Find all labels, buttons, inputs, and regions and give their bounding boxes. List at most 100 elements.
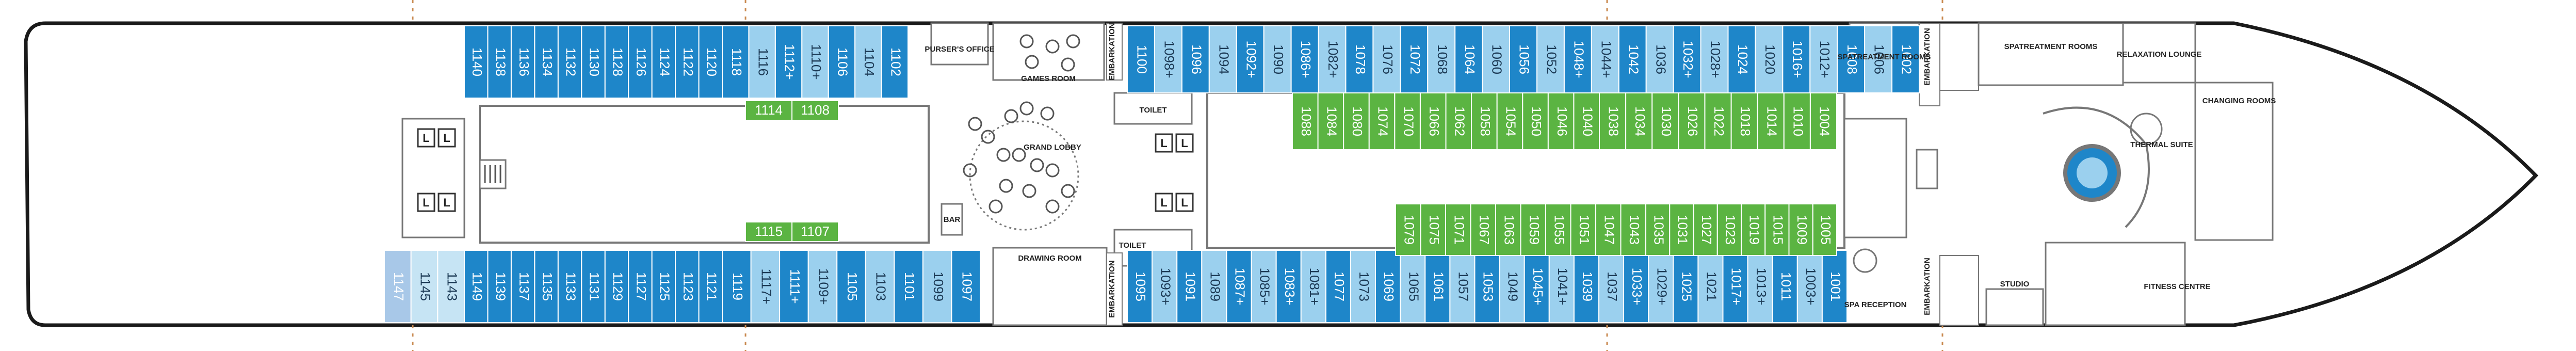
cabin-1071[interactable] (1445, 203, 1471, 256)
cabin-1057[interactable] (1449, 250, 1476, 323)
cabin-1136[interactable] (510, 25, 536, 99)
cabin-1010[interactable] (1783, 92, 1811, 150)
cabin-1123[interactable] (675, 250, 700, 323)
cabin-1033[interactable] (1623, 250, 1649, 323)
cabin-1030[interactable] (1651, 92, 1679, 150)
cabin-1093[interactable] (1152, 250, 1178, 323)
cabin-1067[interactable] (1470, 203, 1496, 256)
cabin-1022[interactable] (1704, 92, 1732, 150)
cabin-1004[interactable] (1809, 92, 1838, 150)
cabin-1100[interactable] (1127, 25, 1155, 93)
cabin-1095[interactable] (1127, 250, 1153, 323)
cabin-1134[interactable] (534, 25, 559, 99)
cabin-1120[interactable] (698, 25, 723, 99)
cabin-1112[interactable] (774, 25, 803, 99)
cabin-1014[interactable] (1757, 92, 1785, 150)
cabin-1035[interactable] (1645, 203, 1671, 256)
cabin-1133[interactable] (557, 250, 582, 323)
cabin-1025[interactable] (1673, 250, 1699, 323)
cabin-1106[interactable] (828, 25, 856, 99)
cabin-1098[interactable] (1154, 25, 1182, 93)
cabin-1040[interactable] (1573, 92, 1600, 150)
cabin-1072[interactable] (1400, 25, 1429, 93)
cabin-1104[interactable] (854, 25, 882, 99)
cabin-1041[interactable] (1548, 250, 1575, 323)
cabin-1110[interactable] (801, 25, 829, 99)
cabin-1143[interactable] (437, 250, 465, 323)
cabin-1089[interactable] (1201, 250, 1227, 323)
cabin-1056[interactable] (1509, 25, 1537, 93)
cabin-1015[interactable] (1764, 203, 1790, 256)
cabin-1060[interactable] (1482, 25, 1511, 93)
cabin-1037[interactable] (1598, 250, 1625, 323)
cabin-1140[interactable] (464, 25, 489, 99)
cabin-1058[interactable] (1471, 92, 1498, 150)
cabin-1026[interactable] (1678, 92, 1706, 150)
cabin-1051[interactable] (1570, 203, 1596, 256)
cabin-1130[interactable] (581, 25, 606, 99)
cabin-1118[interactable] (722, 25, 750, 99)
cabin-1124[interactable] (651, 25, 676, 99)
cabin-1086[interactable] (1290, 25, 1319, 93)
cabin-1018[interactable] (1730, 92, 1758, 150)
cabin-1080[interactable] (1343, 92, 1370, 150)
cabin-1102[interactable] (881, 25, 909, 99)
cabin-1055[interactable] (1545, 203, 1571, 256)
cabin-1128[interactable] (604, 25, 629, 99)
cabin-1101[interactable] (894, 250, 924, 323)
cabin-1013[interactable] (1747, 250, 1773, 323)
cabin-1125[interactable] (651, 250, 676, 323)
cabin-1048[interactable] (1563, 25, 1592, 93)
cabin-1121[interactable] (698, 250, 723, 323)
cabin-1084[interactable] (1317, 92, 1344, 150)
cabin-1145[interactable] (410, 250, 439, 323)
cabin-1070[interactable] (1394, 92, 1421, 150)
cabin-1107[interactable] (791, 221, 839, 242)
cabin-1044[interactable] (1591, 25, 1619, 93)
cabin-1027[interactable] (1693, 203, 1718, 256)
cabin-1122[interactable] (675, 25, 700, 99)
cabin-1091[interactable] (1176, 250, 1203, 323)
cabin-1019[interactable] (1741, 203, 1766, 256)
cabin-1139[interactable] (487, 250, 512, 323)
cabin-1008[interactable] (1837, 25, 1866, 93)
cabin-1096[interactable] (1181, 25, 1210, 93)
cabin-1094[interactable] (1208, 25, 1237, 93)
cabin-1087[interactable] (1226, 250, 1252, 323)
cabin-1119[interactable] (722, 250, 752, 323)
cabin-1105[interactable] (836, 250, 866, 323)
cabin-1074[interactable] (1368, 92, 1396, 150)
cabin-1054[interactable] (1496, 92, 1524, 150)
cabin-1115[interactable] (745, 221, 792, 242)
cabin-1068[interactable] (1427, 25, 1456, 93)
cabin-1126[interactable] (628, 25, 653, 99)
cabin-1088[interactable] (1292, 92, 1319, 150)
cabin-1002[interactable] (1891, 25, 1920, 93)
cabin-1090[interactable] (1263, 25, 1292, 93)
cabin-1039[interactable] (1573, 250, 1599, 323)
cabin-1061[interactable] (1424, 250, 1451, 323)
cabin-1023[interactable] (1716, 203, 1742, 256)
cabin-1005[interactable] (1812, 203, 1837, 256)
cabin-1108[interactable] (791, 100, 839, 121)
cabin-1149[interactable] (464, 250, 489, 323)
cabin-1016[interactable] (1782, 25, 1811, 93)
cabin-1097[interactable] (951, 250, 981, 323)
cabin-1116[interactable] (748, 25, 776, 99)
cabin-1103[interactable] (865, 250, 895, 323)
cabin-1127[interactable] (628, 250, 653, 323)
cabin-1059[interactable] (1520, 203, 1546, 256)
cabin-1077[interactable] (1325, 250, 1351, 323)
cabin-1065[interactable] (1400, 250, 1426, 323)
cabin-1046[interactable] (1547, 92, 1575, 150)
cabin-1064[interactable] (1454, 25, 1483, 93)
cabin-1078[interactable] (1345, 25, 1374, 93)
cabin-1131[interactable] (581, 250, 606, 323)
cabin-1049[interactable] (1499, 250, 1525, 323)
cabin-1083[interactable] (1275, 250, 1302, 323)
cabin-1011[interactable] (1772, 250, 1798, 323)
cabin-1029[interactable] (1648, 250, 1674, 323)
cabin-1085[interactable] (1251, 250, 1277, 323)
cabin-1063[interactable] (1495, 203, 1521, 256)
cabin-1073[interactable] (1350, 250, 1376, 323)
